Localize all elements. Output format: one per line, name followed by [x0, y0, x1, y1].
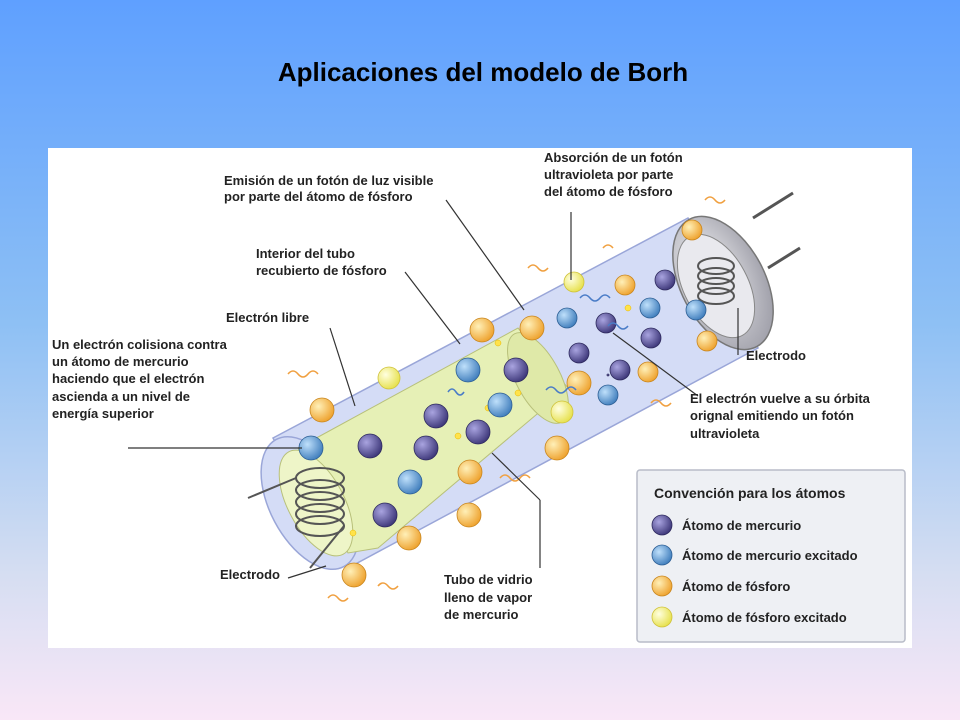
label-electrodo-right: Electrodo	[746, 348, 806, 363]
leader-lines	[128, 199, 739, 579]
legend-label-mercurio-excitado: Átomo de mercurio excitado	[682, 548, 858, 563]
label-colision-line-5: energía superior	[52, 406, 154, 421]
legend-swatch-fosforo	[651, 575, 673, 597]
label-colision: Un electrón colisiona contra un átomo de…	[52, 337, 228, 421]
legend-label-fosforo-excitado: Átomo de fósforo excitado	[682, 610, 847, 625]
diagram-panel: Emisión de un fotón de luz visible por p…	[48, 148, 912, 648]
legend-box	[636, 469, 906, 643]
label-colision-line-2: un átomo de mercurio	[52, 354, 189, 369]
legend-item-fosforo: Átomo de fósforo	[651, 575, 790, 597]
fluorescent-tube-diagram: Emisión de un fotón de luz visible por p…	[52, 150, 906, 643]
excited-mercury-atoms	[298, 297, 707, 495]
label-vuelve-line-3: ultravioleta	[690, 426, 760, 441]
label-vuelve: El electrón vuelve a su órbita orignal e…	[690, 391, 871, 441]
label-tubo-vidrio-line-3: de mercurio	[444, 607, 518, 622]
label-emision-line-1: Emisión de un fotón de luz visible	[224, 173, 433, 188]
label-colision-line-1: Un electrón colisiona contra	[52, 337, 228, 352]
label-interior-line-1: Interior del tubo	[256, 246, 355, 261]
excited-phosphor-atoms	[377, 271, 585, 424]
label-electrodo-right-line-1: Electrodo	[746, 348, 806, 363]
label-electron-libre: Electrón libre	[226, 310, 309, 325]
phosphor-atoms	[309, 219, 718, 588]
label-interior-line-2: recubierto de fósforo	[256, 263, 387, 278]
legend-swatch-mercurio-excitado	[651, 544, 673, 566]
label-tubo-vidrio-line-2: lleno de vapor	[444, 590, 532, 605]
right-electrode-coil	[697, 257, 735, 305]
label-emision-line-2: por parte del átomo de fósforo	[224, 189, 413, 204]
label-interior: Interior del tubo recubierto de fósforo	[256, 246, 387, 278]
legend-item-mercurio: Átomo de mercurio	[651, 514, 801, 536]
legend-label-fosforo: Átomo de fósforo	[682, 579, 790, 594]
legend-title: Convención para los átomos	[654, 485, 846, 501]
label-absorcion-line-3: del átomo de fósforo	[544, 184, 673, 199]
legend-label-mercurio: Átomo de mercurio	[682, 518, 801, 533]
legend-swatch-mercurio	[651, 514, 673, 536]
label-absorcion: Absorción de un fotón ultravioleta por p…	[544, 150, 683, 199]
page-title: Aplicaciones del modelo de Borh	[277, 57, 689, 87]
label-electrodo-left-line-1: Electrodo	[220, 567, 280, 582]
label-tubo-vidrio-line-1: Tubo de vidrio	[444, 572, 533, 587]
label-tubo-vidrio: Tubo de vidrio lleno de vapor de mercuri…	[444, 572, 533, 622]
label-colision-line-3: haciendo que el electrón	[52, 371, 204, 386]
legend-item-mercurio-excitado: Átomo de mercurio excitado	[651, 544, 858, 566]
mercury-atoms	[357, 269, 676, 528]
label-colision-line-4: ascienda a un nivel de	[52, 389, 190, 404]
left-electrode-coil	[247, 467, 345, 569]
uv-photons	[447, 294, 629, 396]
visible-photons	[287, 196, 726, 602]
legend-item-fosforo-excitado: Átomo de fósforo excitado	[651, 606, 847, 628]
legend-swatch-fosforo-excitado	[651, 606, 673, 628]
label-vuelve-line-1: El electrón vuelve a su órbita	[690, 391, 871, 406]
label-electrodo-left: Electrodo	[220, 567, 280, 582]
legend: Convención para los átomos Átomo de merc…	[636, 469, 906, 643]
label-absorcion-line-2: ultravioleta por parte	[544, 167, 673, 182]
label-absorcion-line-1: Absorción de un fotón	[544, 150, 683, 165]
label-emision: Emisión de un fotón de luz visible por p…	[224, 173, 433, 204]
label-vuelve-line-2: orignal emitiendo un fotón	[690, 408, 854, 423]
label-electron-libre-line-1: Electrón libre	[226, 310, 309, 325]
